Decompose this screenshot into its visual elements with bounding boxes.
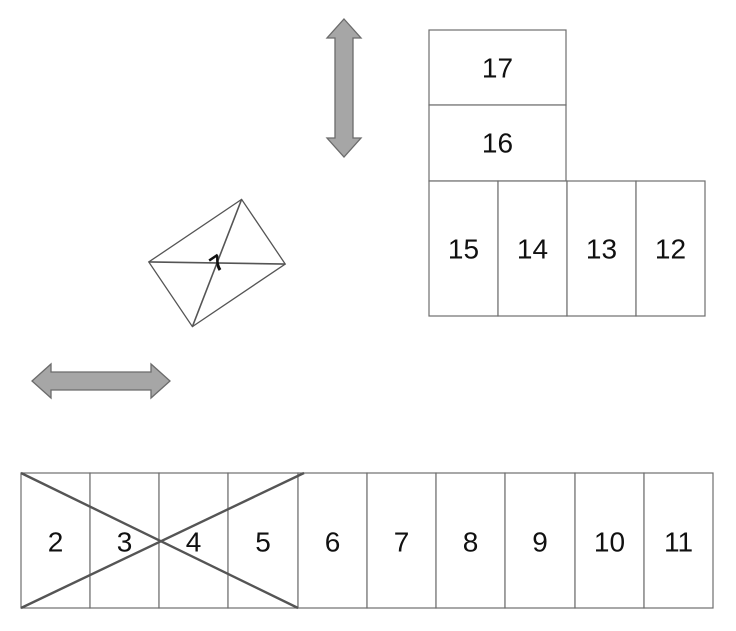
- cell-2: [20, 472, 91, 609]
- cell-6: [297, 472, 368, 609]
- cell-13: [566, 180, 637, 317]
- cell-label-14: 14: [517, 234, 548, 265]
- cell-label-17: 17: [482, 53, 513, 84]
- cell-label-15: 15: [448, 234, 479, 265]
- cell-11: [643, 472, 714, 609]
- crossed-section-bottom: [20, 471, 305, 610]
- cell-4: [158, 472, 229, 609]
- cell-17: [428, 29, 567, 106]
- cross-line-b: [20, 471, 305, 610]
- cross-line-a: [20, 471, 299, 610]
- cell-7: [366, 472, 437, 609]
- cell-label-7: 7: [394, 527, 410, 558]
- block-upper-stack: 17 16: [428, 29, 567, 182]
- cell-label-6: 6: [325, 527, 341, 558]
- cell-14: [497, 180, 568, 317]
- cell-10: [574, 472, 645, 609]
- cell-8: [435, 472, 506, 609]
- cell-label-11: 11: [664, 527, 693, 558]
- cell-15: [428, 180, 499, 317]
- cell-16: [428, 104, 567, 182]
- cell-label-13: 13: [586, 234, 617, 265]
- rotated-cell-cross-line-b: [191, 199, 243, 327]
- cell-label-2: 2: [48, 527, 64, 558]
- cell-label-3: 3: [117, 527, 133, 558]
- rotated-cell: 7: [147, 198, 287, 328]
- cell-12: [635, 180, 706, 317]
- cell-label-8: 8: [463, 527, 479, 558]
- cell-label-9: 9: [532, 527, 548, 558]
- cell-3: [89, 472, 160, 609]
- cell-label-12: 12: [655, 234, 686, 265]
- cell-label-16: 16: [482, 128, 513, 159]
- double-arrow-vertical-icon: [325, 18, 363, 158]
- cell-label-5: 5: [255, 527, 271, 558]
- block-right-row: 15 14 13 12: [428, 180, 706, 317]
- cell-9: [504, 472, 576, 609]
- cell-5: [227, 472, 299, 609]
- double-arrow-horizontal-icon: [31, 362, 171, 400]
- bottom-row: 2 3 4 5 6 7 8 9 10 11: [20, 472, 714, 609]
- cell-label-4: 4: [186, 527, 202, 558]
- cell-label-10: 10: [594, 527, 625, 558]
